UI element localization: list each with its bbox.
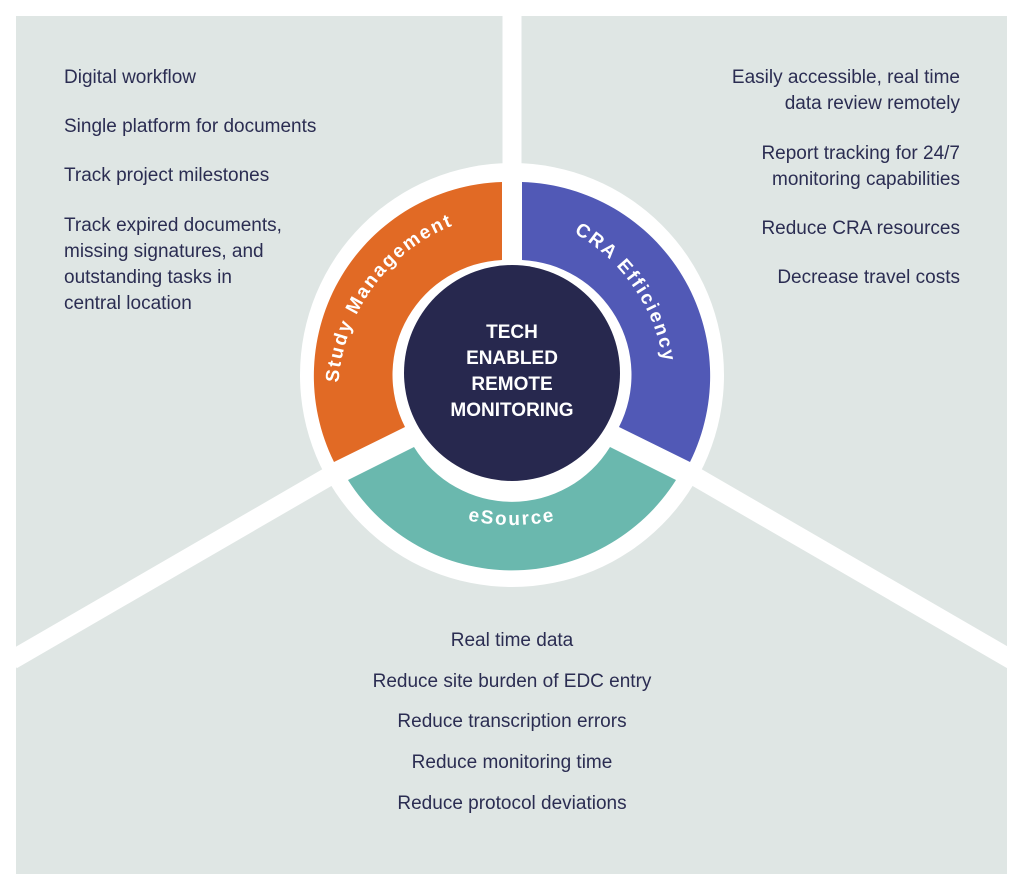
center-title-line-4: MONITORING [450, 400, 573, 421]
center-title-line-1: TECH [486, 322, 538, 343]
list-item: Reduce protocol deviations [397, 793, 627, 814]
list-item: Report tracking for 24/7 monitoring capa… [761, 143, 960, 190]
list-item: Track project milestones [64, 165, 270, 186]
list-item: Reduce monitoring time [411, 752, 613, 773]
list-item: Decrease travel costs [777, 267, 960, 288]
panel-dividers [7, 16, 1017, 669]
list-item: Easily accessible, real time data review… [731, 67, 960, 114]
list-item: Reduce site burden of EDC entry [372, 671, 652, 692]
center-title-line-3: REMOTE [471, 374, 552, 395]
segment-cra-efficiency[interactable] [522, 182, 711, 462]
center-title-line-2: ENABLED [466, 348, 558, 369]
segment-esource[interactable] [348, 447, 676, 571]
list-item: Track expired documents, missing signatu… [64, 215, 282, 314]
center-circle [404, 265, 620, 481]
list-item: Single platform for documents [64, 116, 317, 137]
segment-study-management[interactable] [313, 182, 502, 462]
list-item: Reduce transcription errors [397, 711, 627, 732]
center-title: TECH ENABLED REMOTE MONITORING [450, 322, 573, 421]
list-item: Digital workflow [64, 67, 196, 88]
list-item: Real time data [450, 630, 574, 651]
list-item: Reduce CRA resources [761, 218, 960, 239]
